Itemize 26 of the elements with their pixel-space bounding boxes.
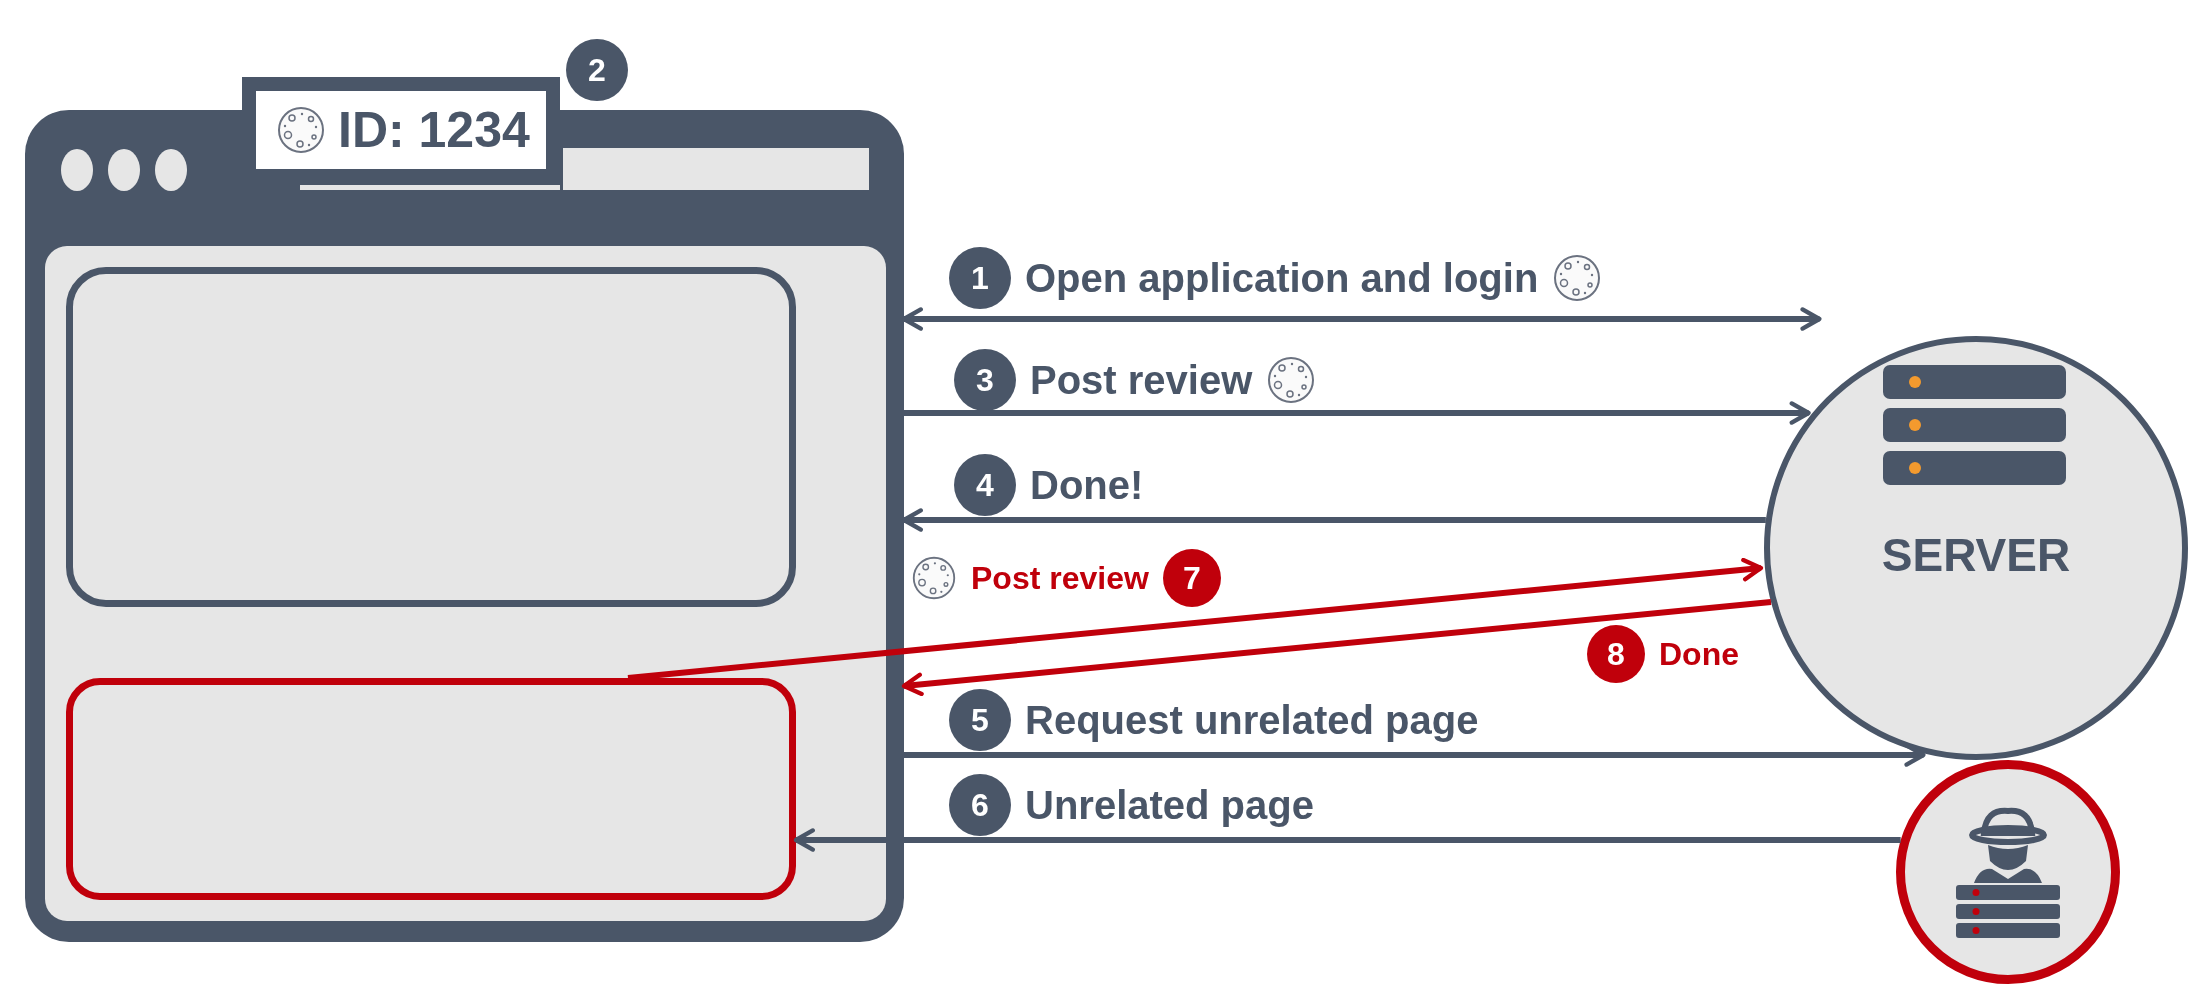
step-number: 7 bbox=[1162, 549, 1221, 607]
step-number: 1 bbox=[949, 247, 1011, 309]
session-id-text: ID: 1234 bbox=[338, 105, 530, 155]
step-number: 3 bbox=[954, 349, 1016, 411]
edge-label: Unrelated page bbox=[1025, 785, 1314, 825]
address-bar bbox=[563, 148, 869, 190]
edge-label: Open application and login bbox=[1025, 258, 1539, 298]
edge-label: Done! bbox=[1030, 465, 1144, 505]
injected-panel bbox=[66, 678, 796, 900]
edge-label: Done bbox=[1659, 638, 1739, 670]
step-number: 5 bbox=[949, 689, 1011, 751]
page-panel bbox=[66, 267, 796, 607]
arrow bbox=[901, 508, 1766, 532]
step-number: 4 bbox=[954, 454, 1016, 516]
server-label: SERVER bbox=[1881, 532, 2071, 578]
arrow bbox=[901, 307, 1822, 331]
edge-label: Post review bbox=[1030, 360, 1253, 400]
edge-label: Request unrelated page bbox=[1025, 700, 1479, 740]
step-number: 2 bbox=[566, 39, 628, 101]
edge-label: Post review bbox=[971, 562, 1149, 594]
arrow bbox=[904, 401, 1811, 425]
step-number: 6 bbox=[949, 774, 1011, 836]
arrow bbox=[793, 828, 1901, 852]
step-number: 8 bbox=[1587, 625, 1645, 683]
arrow bbox=[627, 557, 1764, 681]
arrow bbox=[901, 599, 1772, 697]
